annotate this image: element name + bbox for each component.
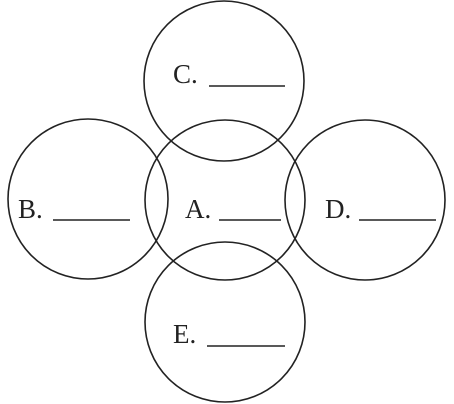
circle-center-a [144, 119, 306, 281]
label-d: D. [325, 194, 351, 224]
label-a: A. [185, 194, 211, 224]
circle-top-c [143, 0, 305, 162]
circle-right-d [284, 119, 446, 281]
label-c: C. [173, 59, 198, 89]
label-e: E. [173, 319, 196, 349]
label-b: B. [18, 194, 43, 224]
circle-left-b [7, 118, 169, 280]
circle-bottom-e [144, 241, 306, 403]
